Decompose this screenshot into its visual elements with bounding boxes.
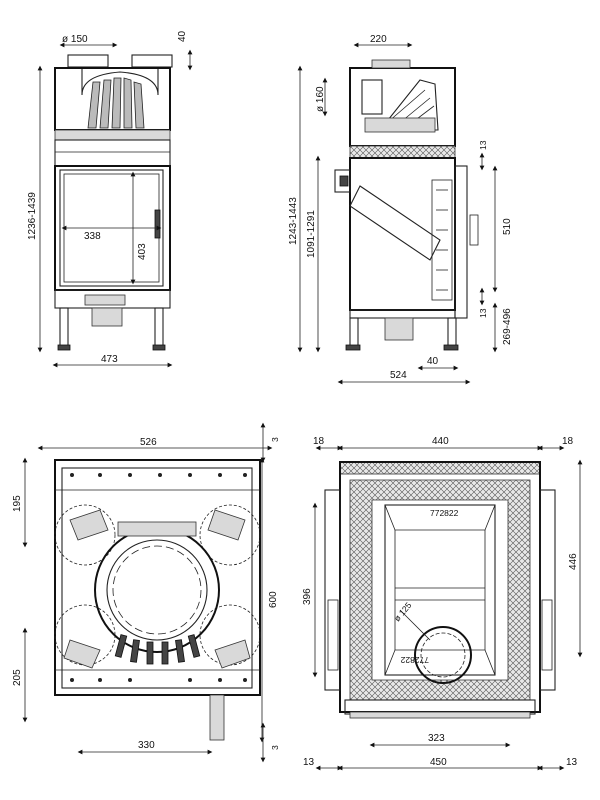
side-dim-legs: 269-496 xyxy=(502,308,513,345)
side-dim-top-width: 220 xyxy=(370,34,387,45)
top-dim-overall: 450 xyxy=(430,757,447,768)
side-dim-offset: 40 xyxy=(427,356,439,367)
side-dim-height-mid: 1091-1291 xyxy=(306,210,317,258)
top-dim-side-right: 13 xyxy=(566,757,578,768)
front-dim-window-width: 338 xyxy=(84,231,101,242)
top-dim-inner-depth: 396 xyxy=(302,588,313,605)
side-dim-door: 510 xyxy=(502,218,513,235)
side-dim-gap-bottom: 13 xyxy=(478,308,488,318)
side-dim-air-inlet: ø 160 xyxy=(315,86,326,112)
bottom-dim-top-offset: 195 xyxy=(12,495,23,512)
bottom-dim-bottom-gap: 3 xyxy=(270,745,280,750)
top-dim-side-left: 13 xyxy=(303,757,315,768)
side-view xyxy=(297,42,498,385)
top-dim-right-gap: 18 xyxy=(562,436,574,447)
bottom-view xyxy=(22,422,273,763)
side-dim-gap-top: 13 xyxy=(478,140,488,150)
bottom-dim-height: 600 xyxy=(268,591,279,608)
bottom-dim-width: 526 xyxy=(140,437,157,448)
bottom-dim-bottom-offset: 205 xyxy=(12,669,23,686)
front-dim-height-range: 1236-1439 xyxy=(27,192,38,240)
top-dim-inner-width: 323 xyxy=(428,733,445,744)
top-dim-left-gap: 18 xyxy=(313,436,325,447)
front-view xyxy=(37,42,193,368)
front-dim-width: 473 xyxy=(101,354,118,365)
top-dim-depth: 446 xyxy=(568,553,579,570)
front-dim-flue: ø 150 xyxy=(62,34,88,45)
bottom-dim-inner: 330 xyxy=(138,740,155,751)
top-part-number-top: 772822 xyxy=(430,508,459,518)
front-dim-top: 40 xyxy=(177,30,188,42)
top-view xyxy=(312,445,583,771)
top-part-number-bottom: 772822 xyxy=(400,655,429,665)
side-dim-depth: 524 xyxy=(390,370,407,381)
bottom-dim-top-gap: 3 xyxy=(270,437,280,442)
side-dim-height-total: 1243-1443 xyxy=(288,197,299,245)
top-dim-width: 440 xyxy=(432,436,449,447)
front-dim-window-height: 403 xyxy=(137,243,148,260)
